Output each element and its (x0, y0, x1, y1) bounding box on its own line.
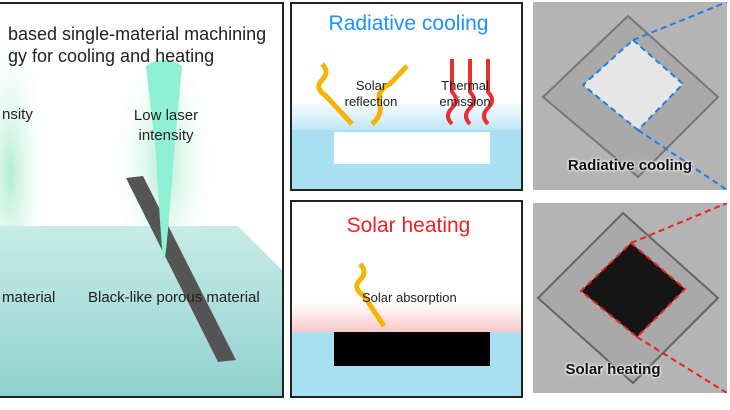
panel-title-line1: based single-material machining (8, 24, 267, 44)
thermal-arrows (446, 59, 494, 126)
substrate (0, 226, 282, 396)
radiative-cooling-panel: Radiative cooling Solar reflection Therm… (290, 2, 523, 191)
photo-heating-label: Solar heating (565, 361, 661, 378)
solar-reflection-label: Solar reflection (338, 78, 404, 110)
cooling-title: Radiative cooling (328, 12, 489, 35)
left-intensity-label: nsity (2, 106, 33, 123)
sun-arrow-absorbed (354, 262, 387, 328)
left-material-label: material (2, 289, 56, 306)
white-sample (334, 132, 490, 164)
black-porous-track (126, 176, 236, 362)
cooling-sample-photo (541, 2, 727, 190)
heating-title: Solar heating (346, 214, 471, 237)
black-sample (334, 332, 490, 366)
low-laser-line1: Low laser (133, 107, 199, 124)
panel-title-line2: gy for cooling and heating (8, 46, 215, 66)
thermal-line2: emission (439, 94, 491, 109)
laser-machining-panel: based single-material machining gy for c… (0, 2, 284, 398)
photo-cooling-label: Radiative cooling (567, 157, 693, 174)
laser-beam (146, 60, 182, 262)
black-material-label: Black-like porous material (88, 289, 260, 306)
sun-arrow-in (316, 62, 354, 126)
laser-diagram (0, 14, 282, 396)
cooling-diagram (292, 59, 521, 189)
heating-diagram (292, 262, 521, 396)
sun-arrow-out (370, 64, 409, 126)
solar-absorption-label: Solar absorption (362, 290, 457, 305)
photo-heating: Solar heating (533, 203, 727, 393)
low-laser-line2: intensity (138, 127, 194, 144)
thermal-emission-label: Thermal emission (432, 78, 498, 110)
solar-line1: Solar (355, 78, 387, 93)
solar-heating-panel: Solar heating Solar absorption (290, 200, 523, 398)
heating-sample-photo (536, 203, 727, 393)
solar-line2: reflection (344, 94, 398, 109)
thermal-line1: Thermal (441, 78, 489, 93)
low-laser-label: Low laser intensity (118, 106, 214, 146)
photo-cooling: Radiative cooling (533, 2, 727, 190)
